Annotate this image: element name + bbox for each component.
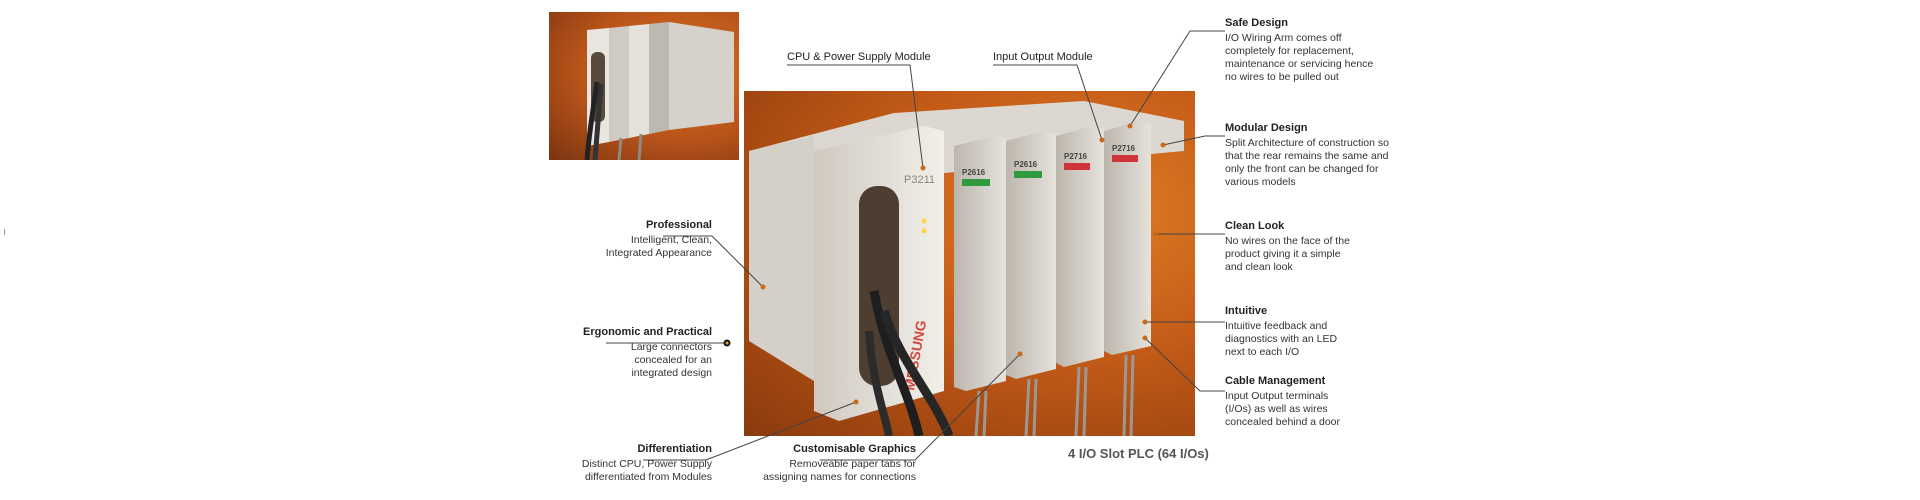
callout-line: next to each I/O	[1225, 346, 1300, 358]
callout-line: concealed behind a door	[1225, 416, 1341, 428]
callout-line: Large connectors	[630, 341, 712, 353]
callout-line: No wires on the face of the	[1225, 235, 1350, 247]
module-4-label: P2716	[1112, 144, 1136, 153]
callout-title: Ergonomic and Practical	[583, 326, 712, 338]
callout-title: Clean Look	[1225, 220, 1285, 232]
callout-line: Split Architecture of construction so	[1225, 137, 1389, 149]
callout-line: Intelligent, Clean,	[630, 234, 712, 246]
callout-line: various models	[1225, 176, 1296, 188]
callout-line: Input Output terminals	[1225, 390, 1329, 402]
module-2-label: P2616	[1014, 160, 1038, 169]
module-3-label: P2716	[1064, 152, 1088, 161]
cpu-model-label: P3211	[904, 174, 935, 186]
callout-line: no wires to be pulled out	[1225, 71, 1339, 83]
callout-title: Professional	[645, 219, 712, 231]
callout-line: assigning names for connections	[763, 471, 916, 483]
callout-line: integrated design	[631, 367, 712, 379]
callout-line: only the front can be changed for	[1225, 163, 1379, 175]
callout-line: and clean look	[1225, 261, 1293, 273]
callout-modular-design: Modular Design Split Architecture of con…	[1225, 122, 1389, 189]
callout-line: Integrated Appearance	[605, 247, 712, 259]
callout-customisable-graphics: Customisable Graphics Removeable paper t…	[740, 443, 916, 484]
callout-title: Cable Management	[1225, 375, 1326, 387]
module-1-label: P2616	[962, 168, 986, 177]
callout-ergonomic: Ergonomic and Practical Large connectors…	[560, 326, 712, 380]
callout-line: diagnostics with an LED	[1225, 333, 1338, 345]
callout-title: Modular Design	[1225, 122, 1308, 134]
callout-line: Distinct CPU, Power Supply	[581, 458, 712, 470]
callout-line: product giving it a simple	[1225, 248, 1341, 260]
callout-title: Differentiation	[637, 443, 712, 455]
callout-io-module-title: Input Output Module	[993, 51, 1093, 63]
product-caption: 4 I/O Slot PLC (64 I/Os)	[1068, 446, 1209, 461]
callout-line: I/O Wiring Arm comes off	[1225, 32, 1342, 44]
callout-line: Intuitive feedback and	[1225, 320, 1328, 332]
plc-main-photo: P3211 MESSUNG P2616 P2616 P2716 P2716	[744, 91, 1195, 436]
callout-differentiation: Differentiation Distinct CPU, Power Supp…	[560, 443, 712, 484]
callout-line: differentiated from Modules	[584, 471, 712, 483]
callout-title: Safe Design	[1225, 17, 1288, 29]
callout-cable-management: Cable Management Input Output terminals …	[1225, 375, 1340, 429]
callout-intuitive: Intuitive Intuitive feedback and diagnos…	[1225, 305, 1337, 359]
callout-line: completely for replacement,	[1225, 45, 1354, 57]
callout-line: concealed for an	[634, 354, 712, 366]
edge-tick-mark	[4, 229, 5, 235]
callout-title: Customisable Graphics	[793, 443, 916, 455]
callout-title: Intuitive	[1225, 305, 1268, 317]
callout-professional: Professional Intelligent, Clean, Integra…	[560, 219, 712, 260]
plc-inset-photo	[549, 12, 739, 160]
callout-line: (I/Os) as well as wires	[1225, 403, 1328, 415]
callout-line: Removeable paper tabs for	[789, 458, 916, 470]
callout-safe-design: Safe Design I/O Wiring Arm comes off com…	[1225, 17, 1373, 84]
callout-cpu-power-title: CPU & Power Supply Module	[787, 51, 931, 63]
callout-clean-look: Clean Look No wires on the face of the p…	[1225, 220, 1350, 274]
callout-line: maintenance or servicing hence	[1225, 58, 1374, 70]
callout-line: that the rear remains the same and	[1225, 150, 1389, 162]
